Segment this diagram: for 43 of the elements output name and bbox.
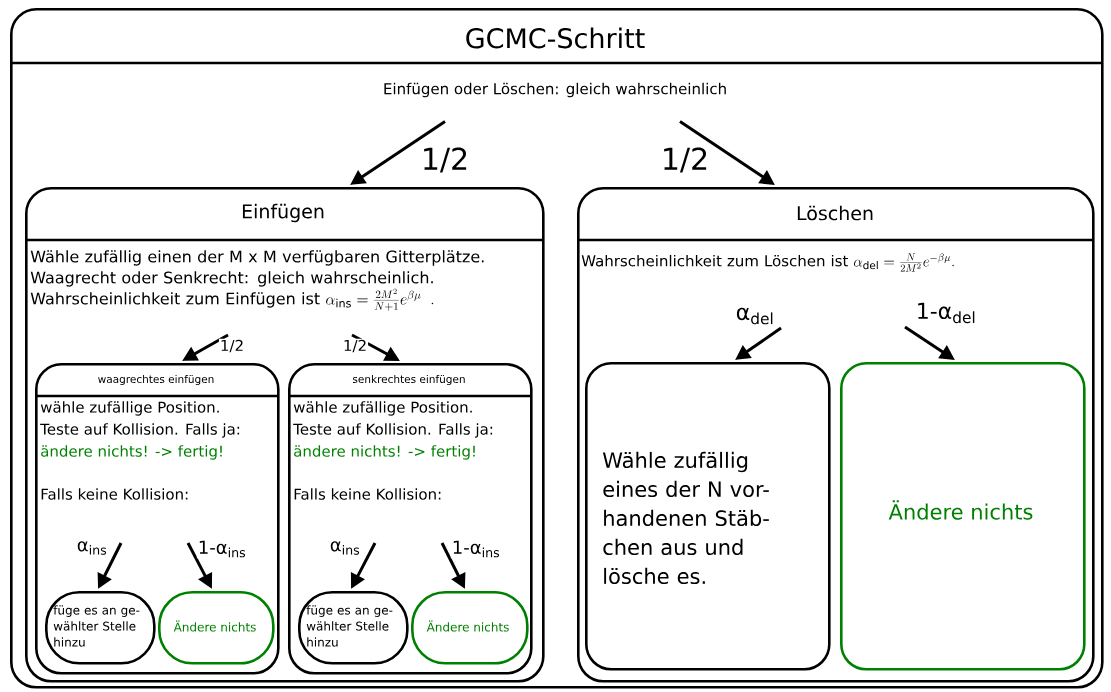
body-text: Falls keine Kollision:	[294, 488, 441, 500]
panel-title: waagrechtes einfügen	[98, 374, 214, 386]
edge-label: 1/2	[218, 338, 246, 354]
body-text: wähle zufällige Position.	[293, 401, 472, 416]
body-text: Falls keine Kollision:	[41, 488, 188, 500]
edge-label: α$_{del}$	[734, 306, 776, 326]
body-text: Ändere nichts	[173, 620, 256, 632]
panel-title: Einfügen	[242, 203, 324, 223]
action-box	[840, 362, 1086, 671]
body-text: Wahrscheinlichkeit zum Löschen ist $\alpha_{\mathrm{del}} = \frac{N}{2M^2}e^{-\beta\mu}.$	[581, 253, 954, 272]
edge-label: 1-α$_{ins}$	[450, 539, 502, 559]
edge-label: α$_{ins}$	[328, 540, 362, 556]
note-text: ändere nichts! -> fertig!	[41, 445, 222, 460]
action-pill	[158, 591, 275, 665]
body-text: Wähle zufällig einen der M x M verfügbaren Gitterplätze. Waagrecht oder Senkrecht: gleich wahrscheinlich. Wahrscheinlichkeit zum Einfügen ist $\alpha_{\mathrm{ins}} = \frac{2M^2}{N+1}e^{\beta\mu}\;\;.$	[30, 250, 484, 311]
body-text: Ändere nichts	[888, 500, 1033, 520]
panel-title: Löschen	[797, 205, 873, 221]
panel-title: GCMC-Schritt	[466, 27, 645, 49]
panel-box	[288, 363, 533, 675]
edge-label: 1-α$_{ins}$	[196, 539, 248, 559]
panel-box	[35, 363, 280, 675]
edge-label: 1-α$_{del}$	[914, 301, 978, 325]
caption-text: Einfügen oder Löschen: gleich wahrscheinlich	[384, 82, 726, 98]
body-text: Teste auf Kollision. Falls ja:	[293, 423, 493, 438]
edge-label: 1/2	[419, 146, 471, 174]
action-pill	[45, 591, 156, 665]
panel-box	[577, 187, 1095, 683]
body-text: Teste auf Kollision. Falls ja:	[40, 423, 240, 438]
panel-title: senkrechtes einfügen	[353, 374, 465, 386]
action-pill	[298, 591, 409, 665]
body-text: füge es an ge- wählter Stelle hinzu	[306, 605, 393, 647]
panel-box	[10, 8, 1104, 689]
body-text: Ändere nichts	[426, 620, 509, 632]
body-text: Wähle zufällig eines der N vor- handenen Stäb- chen aus und lösche es.	[602, 451, 769, 585]
edge-label: α$_{ins}$	[75, 540, 109, 556]
edge-label: 1/2	[341, 338, 369, 354]
note-text: ändere nichts! -> fertig!	[294, 445, 475, 460]
action-box	[585, 362, 831, 671]
edge-label: 1/2	[659, 146, 711, 174]
action-pill	[411, 591, 529, 665]
panel-box	[25, 187, 545, 683]
body-text: füge es an ge- wählter Stelle hinzu	[53, 605, 140, 647]
body-text: wähle zufällige Position.	[40, 401, 219, 416]
